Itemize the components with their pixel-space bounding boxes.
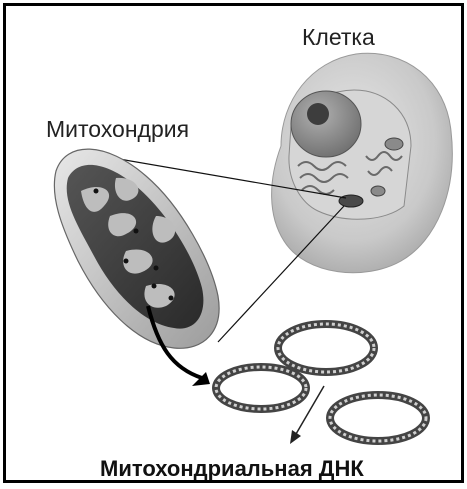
- cell-mitochondrion: [339, 195, 363, 207]
- vesicle: [385, 138, 403, 150]
- dna-ring: [216, 367, 306, 409]
- nucleus: [291, 91, 361, 157]
- mitochondrion-label: Митохондрия: [46, 116, 189, 143]
- mitochondrial-dna-label: Митохондриальная ДНК: [100, 456, 364, 482]
- cell-label: Клетка: [302, 24, 375, 51]
- dna-ring: [278, 324, 374, 372]
- diagram-frame: Клетка Митохондрия Митохондриальная ДНК: [3, 3, 464, 483]
- nucleolus: [307, 103, 329, 125]
- dna-ring: [330, 395, 426, 441]
- diagram-canvas: [6, 6, 461, 480]
- label-arrow-head: [290, 430, 301, 444]
- vesicle: [371, 186, 385, 196]
- cell-illustration: [272, 53, 453, 272]
- mitochondrion-illustration: [54, 149, 219, 348]
